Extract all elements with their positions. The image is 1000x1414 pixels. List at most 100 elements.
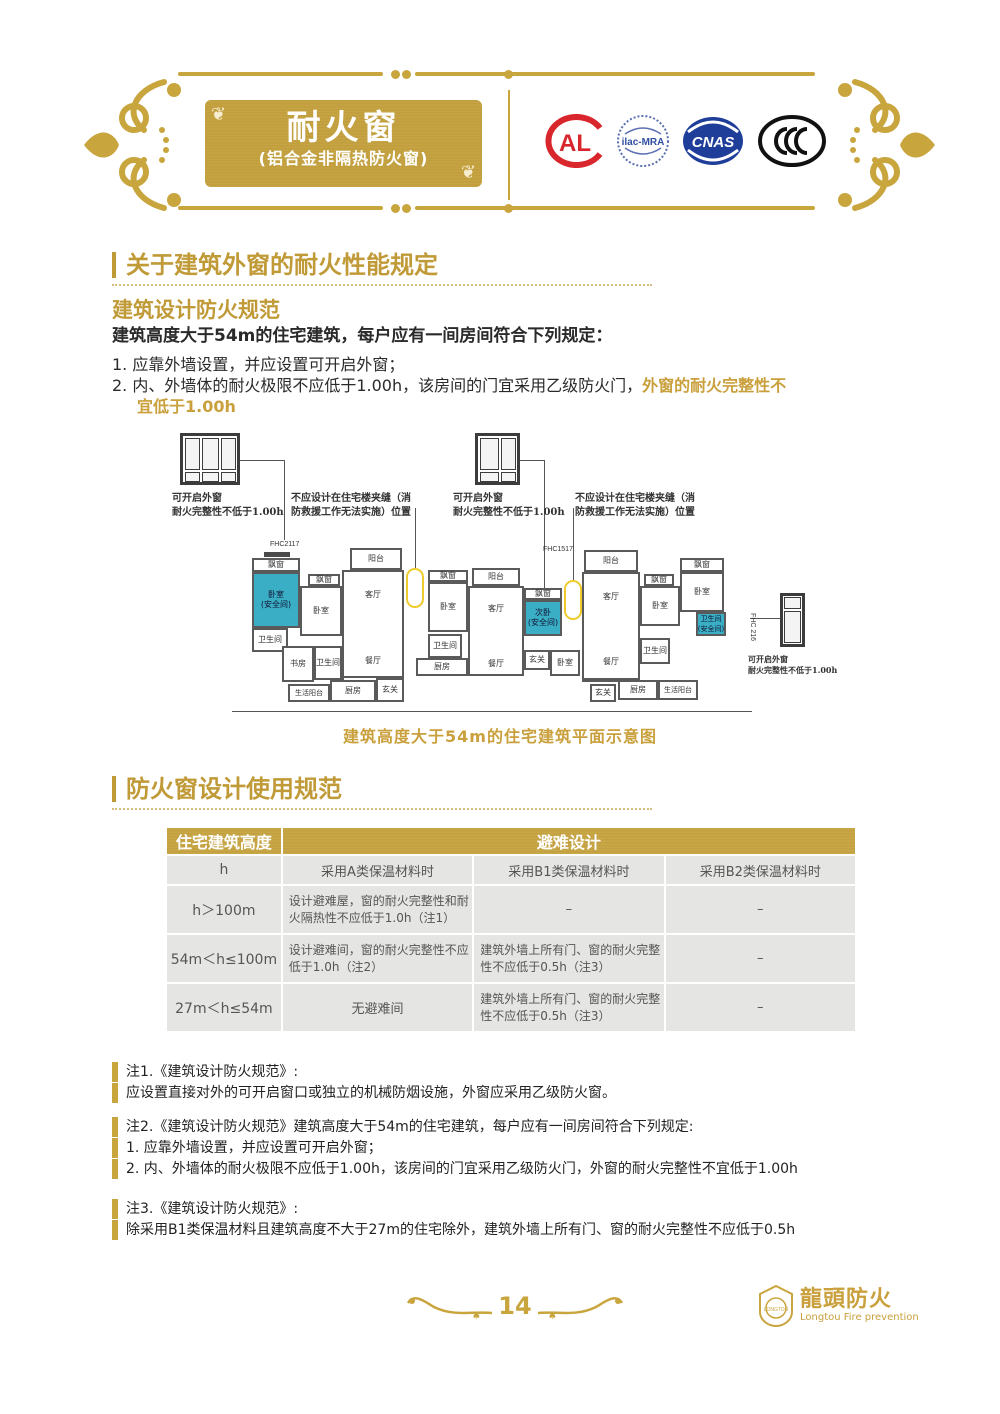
page-number: ♠ 14 ♠ <box>395 1283 635 1329</box>
cell-b2-class: – <box>663 982 858 1033</box>
room-entry: 玄关 <box>376 678 404 702</box>
window-b-label: 可开启外窗 耐火完整性不低于1.00h <box>453 493 565 518</box>
cell-b1-class: 建筑外墙上所有门、窗的耐火完整性不应低于0.5h（注3） <box>472 933 666 984</box>
room-second-bedroom-safe: 次卧 (安全间) <box>524 600 562 636</box>
intro-text: 建筑高度大于54m的住宅建筑，每户应有一间房间符合下列规定： <box>112 326 613 346</box>
window-elevation-c <box>780 593 805 647</box>
room-balcony: 阳台 <box>584 550 638 572</box>
cell-b1-class: 建筑外墙上所有门、窗的耐火完整性不应低于0.5h（注3） <box>472 982 666 1033</box>
frame-dot <box>391 204 400 213</box>
room-bay-window: 飘窗 <box>428 570 468 582</box>
ccc-logo-icon <box>758 115 826 167</box>
subheading-fire-code: 建筑设计防火规范 <box>112 298 280 322</box>
refuge-design-table: 住宅建筑高度 避难设计 h 采用A类保温材料时 采用B1类保温材料时 采用B2类… <box>165 826 858 1033</box>
ornament-corner-icon: ❦ <box>460 162 476 183</box>
svg-text:♠: ♠ <box>472 1311 481 1321</box>
cell-a-class: 设计避难屋，窗的耐火完整性和耐火隔热性不应低于1.0h（注1） <box>280 884 475 935</box>
window-code-c: FHC 216 <box>749 612 757 642</box>
svg-text:LONGTOU: LONGTOU <box>764 1307 789 1313</box>
room-study: 书房 <box>282 646 314 682</box>
window-a-label: 可开启外窗 耐火完整性不低于1.00h <box>172 493 284 518</box>
leader-line <box>284 460 285 540</box>
frame-dot <box>402 70 411 79</box>
frame-bottom-line <box>178 206 383 210</box>
table-row: h＞100m 设计避难屋，窗的耐火完整性和耐火隔热性不应低于1.0h（注1） –… <box>165 884 858 935</box>
wall-segment <box>264 552 290 557</box>
window-code-b: FHC1517 <box>543 546 573 553</box>
plan-caption: 建筑高度大于54m的住宅建筑平面示意图 <box>343 727 657 746</box>
frame-bottom-line <box>415 206 815 210</box>
table-header-row: 住宅建筑高度 避难设计 <box>165 826 858 856</box>
cell-height: h＞100m <box>165 884 283 935</box>
room-entry: 玄关 <box>524 650 550 670</box>
room-bedroom-safe: 卧室 (安全间) <box>252 572 300 628</box>
note-3: 注3.《建筑设计防火规范》: 除采用B1类保温材料且建筑高度不大于27m的住宅除… <box>112 1199 902 1241</box>
note-1: 注1.《建筑设计防火规范》: 应设置直接对外的可开启窗口或独立的机械防烟设施，外… <box>112 1062 902 1104</box>
svg-text:♠: ♠ <box>548 1311 557 1321</box>
cell-height: 54m＜h≤100m <box>165 933 283 984</box>
note-line: 注3.《建筑设计防火规范》: <box>112 1199 902 1219</box>
room-bay-window: 飘窗 <box>252 558 300 572</box>
header-building-height: 住宅建筑高度 <box>165 826 283 856</box>
cell-a-class: 设计避难间，窗的耐火完整性不应低于1.0h（注2） <box>280 933 475 984</box>
room-dining: 餐厅 <box>342 646 404 678</box>
window-elevation-b <box>475 433 520 485</box>
cell-b1-class: – <box>472 884 666 935</box>
brand-badge-icon: LONGTOU <box>759 1284 793 1328</box>
room-utility-balcony: 生活阳台 <box>288 684 330 702</box>
room-kitchen: 厨房 <box>416 658 468 676</box>
room-bedroom: 卧室 <box>640 586 680 626</box>
cell-height: 27m＜h≤54m <box>165 982 283 1033</box>
room-bathroom: 卫生间 <box>428 634 462 658</box>
floor-plan-diagram: 可开启外窗 耐火完整性不低于1.00h 不应设计在住宅楼夹缝（消 防救援工作无法… <box>160 428 860 718</box>
table-row: 27m＜h≤54m 无避难间 建筑外墙上所有门、窗的耐火完整性不应低于0.5h（… <box>165 982 858 1033</box>
note-line: 除采用B1类保温材料且建筑高度不大于27m的住宅除外，建筑外墙上所有门、窗的耐火… <box>112 1220 902 1240</box>
subheader-h: h <box>165 854 283 886</box>
right-scroll-ornament-icon <box>838 79 935 211</box>
note-line: 1. 应靠外墙设置，并应设置可开启外窗； <box>112 1138 902 1158</box>
room-bedroom: 卧室 <box>680 572 724 612</box>
room-bay-window: 飘窗 <box>524 588 562 600</box>
rule-item-2-text: 2. 内、外墙体的耐火极限不应低于1.00h，该房间的门宜采用乙级防火门， <box>112 376 643 395</box>
page-subtitle: (铝合金非隔热防火窗) <box>258 149 429 168</box>
frame-top-line <box>415 72 815 76</box>
section-heading-exterior-window: 关于建筑外窗的耐火性能规定 <box>112 252 438 278</box>
note-line: 注1.《建筑设计防火规范》: <box>112 1062 902 1082</box>
room-bedroom: 卧室 <box>428 582 468 632</box>
ornament-corner-icon: ❦ <box>211 104 227 125</box>
subheader-b2-class: 采用B2类保温材料时 <box>663 854 858 886</box>
room-bay-window: 飘窗 <box>680 558 724 572</box>
page-number-text: 14 <box>498 1292 532 1320</box>
subheader-b1-class: 采用B1类保温材料时 <box>472 854 666 886</box>
svg-text:ilac-MRA: ilac-MRA <box>622 137 665 148</box>
window-elevation-a <box>180 433 240 485</box>
window-code-a: FHC2117 <box>270 541 300 548</box>
note-line: 2. 内、外墙体的耐火极限不应低于1.00h，该房间的门宜采用乙级防火门，外窗的… <box>112 1159 902 1179</box>
ground-line <box>232 711 752 712</box>
rule-item-2: 2. 内、外墙体的耐火极限不应低于1.00h，该房间的门宜采用乙级防火门，外窗的… <box>112 375 912 396</box>
al-logo-icon: AL <box>545 114 603 168</box>
brand-logo: LONGTOU 龍頭防火 Longtou Fire prevention <box>756 1284 919 1328</box>
gap-marker-right <box>564 580 582 620</box>
frame-top-line <box>178 72 383 76</box>
gap-warning-label-left: 不应设计在住宅楼夹缝（消 防救援工作无法实施）位置 <box>291 493 411 518</box>
rule-item-1: 1. 应靠外墙设置，并应设置可开启外窗； <box>112 355 405 374</box>
leader-line <box>415 508 416 568</box>
note-line: 注2.《建筑设计防火规范》建筑高度大于54m的住宅建筑，每户应有一间房间符合下列… <box>112 1117 902 1137</box>
ilac-mra-logo: ilac-MRA <box>615 114 671 168</box>
cnas-logo-icon: CNAS <box>683 117 743 165</box>
leader-line <box>520 460 544 461</box>
room-balcony: 阳台 <box>350 548 402 570</box>
section-divider <box>112 284 652 286</box>
leader-line <box>573 508 574 588</box>
frame-dot <box>504 204 513 213</box>
rule-item-2-highlight-cont: 宜低于1.00h <box>137 397 236 416</box>
ilac-mra-logo-icon: ilac-MRA <box>617 115 669 167</box>
room-utility-balcony: 生活阳台 <box>658 680 698 700</box>
table-subheader-row: h 采用A类保温材料时 采用B1类保温材料时 采用B2类保温材料时 <box>165 854 858 886</box>
frame-divider <box>508 90 510 200</box>
room-balcony: 阳台 <box>472 568 520 586</box>
table-row: 54m＜h≤100m 设计避难间，窗的耐火完整性不应低于1.0h（注2） 建筑外… <box>165 933 858 984</box>
leader-line <box>544 460 545 590</box>
subheader-a-class: 采用A类保温材料时 <box>280 854 475 886</box>
